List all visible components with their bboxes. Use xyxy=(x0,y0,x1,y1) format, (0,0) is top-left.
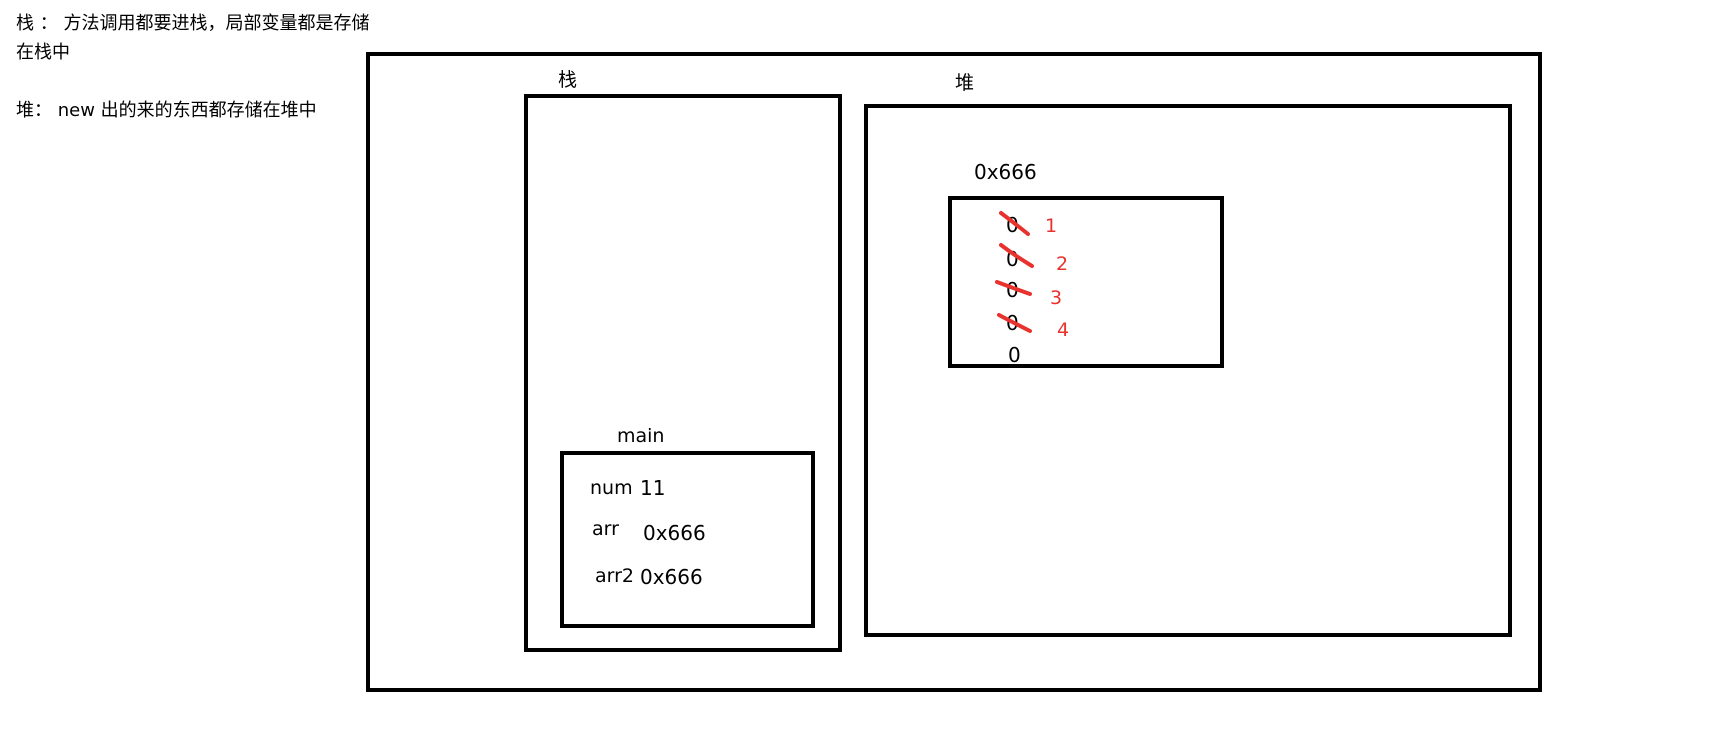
main-frame-label: main xyxy=(617,425,665,447)
array-box xyxy=(948,196,1224,368)
var-value-arr: 0x666 xyxy=(643,521,706,545)
heap-label: 堆 xyxy=(955,72,975,94)
array-cell-1-old: 0 xyxy=(1006,247,1019,271)
array-cell-2-new: 3 xyxy=(1050,287,1063,309)
var-name-num: num xyxy=(590,477,633,499)
array-cell-0-new: 1 xyxy=(1045,215,1058,237)
heap-note: 堆： new 出的来的东西都存储在堆中 xyxy=(16,100,317,121)
array-cell-3-new: 4 xyxy=(1057,319,1070,341)
stack-box xyxy=(524,94,842,652)
stack-note-line-2: 在栈中 xyxy=(16,42,70,63)
array-cell-4-value: 0 xyxy=(1008,343,1021,367)
var-name-arr: arr xyxy=(592,518,619,540)
stack-note-line-1: 栈 ： 方法调用都要进栈，局部变量都是存储 xyxy=(16,13,370,34)
array-cell-2-old: 0 xyxy=(1006,278,1019,302)
array-address-label: 0x666 xyxy=(974,160,1037,184)
array-cell-0-old: 0 xyxy=(1006,213,1019,237)
array-cell-1-new: 2 xyxy=(1056,253,1069,275)
stack-label: 栈 xyxy=(558,69,578,91)
var-name-arr2: arr2 xyxy=(595,565,635,587)
main-frame-box xyxy=(560,451,815,628)
heap-box xyxy=(864,104,1512,637)
var-value-arr2: 0x666 xyxy=(640,565,703,589)
var-value-num: 11 xyxy=(640,476,666,500)
array-cell-3-old: 0 xyxy=(1006,311,1019,335)
memory-outer-box xyxy=(366,52,1542,692)
